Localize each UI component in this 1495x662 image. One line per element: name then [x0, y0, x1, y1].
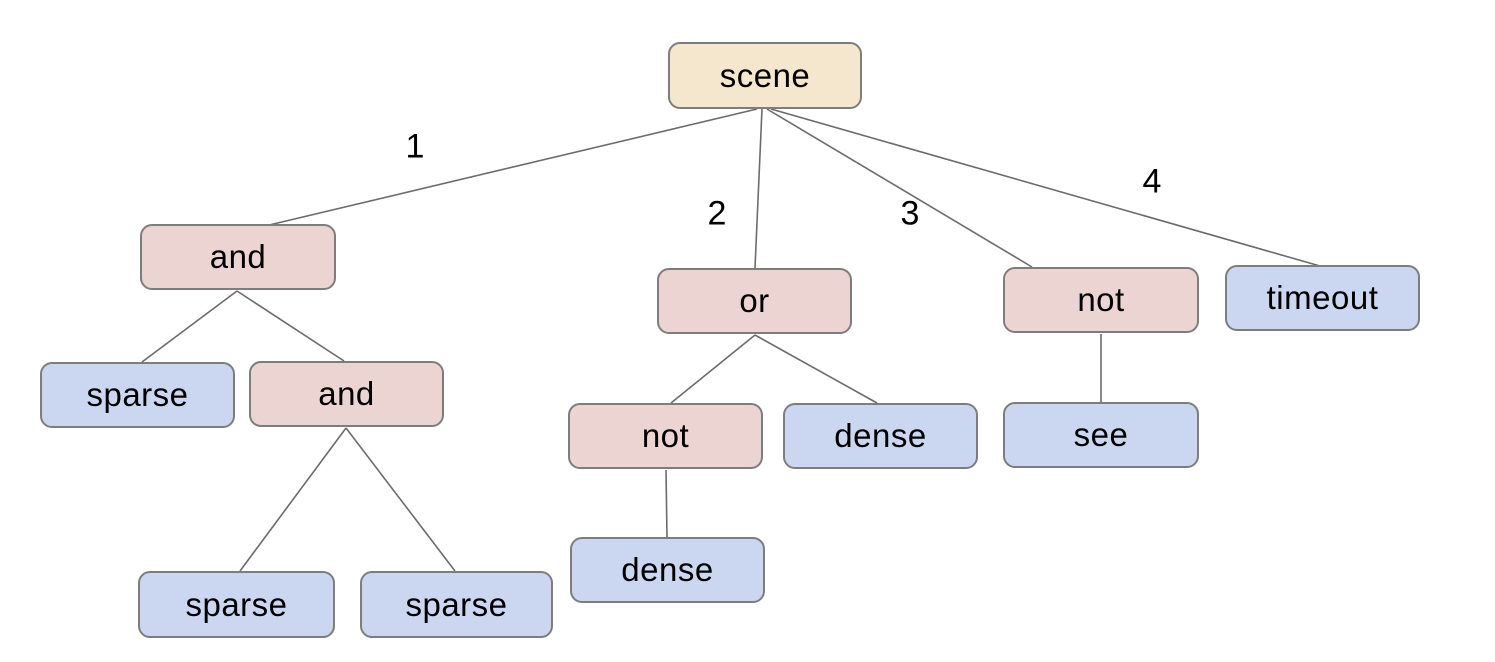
node-and-2[interactable]: and	[249, 361, 444, 427]
edge-scene-or	[754, 108, 763, 269]
node-scene[interactable]: scene	[668, 42, 862, 109]
edge-and2-sparse	[239, 427, 347, 572]
node-and[interactable]: and	[140, 224, 336, 290]
node-or[interactable]: or	[657, 268, 852, 334]
edge-and-and	[236, 290, 345, 362]
edge-label-3: 3	[900, 194, 920, 233]
node-not[interactable]: not	[1003, 267, 1199, 333]
edge-label-1: 1	[405, 127, 425, 166]
edge-or-dense	[754, 334, 878, 404]
edge-not2-dense	[665, 469, 668, 538]
edge-scene-not	[766, 108, 1033, 268]
node-timeout[interactable]: timeout	[1225, 265, 1420, 331]
node-sparse-2[interactable]: sparse	[138, 571, 335, 638]
edge-and2-sparse2	[345, 427, 456, 572]
node-dense-2[interactable]: dense	[570, 537, 765, 603]
edge-scene-and	[264, 108, 758, 227]
node-not-2[interactable]: not	[568, 403, 763, 469]
node-see[interactable]: see	[1003, 402, 1199, 468]
edge-and-sparse	[141, 290, 238, 363]
edge-label-4: 4	[1142, 162, 1162, 201]
node-sparse-3[interactable]: sparse	[360, 571, 553, 638]
node-dense-1[interactable]: dense	[783, 403, 978, 469]
edge-label-2: 2	[707, 194, 727, 233]
edge-scene-timeout	[770, 108, 1321, 267]
edge-or-not	[670, 334, 756, 404]
node-sparse-1[interactable]: sparse	[40, 362, 235, 428]
